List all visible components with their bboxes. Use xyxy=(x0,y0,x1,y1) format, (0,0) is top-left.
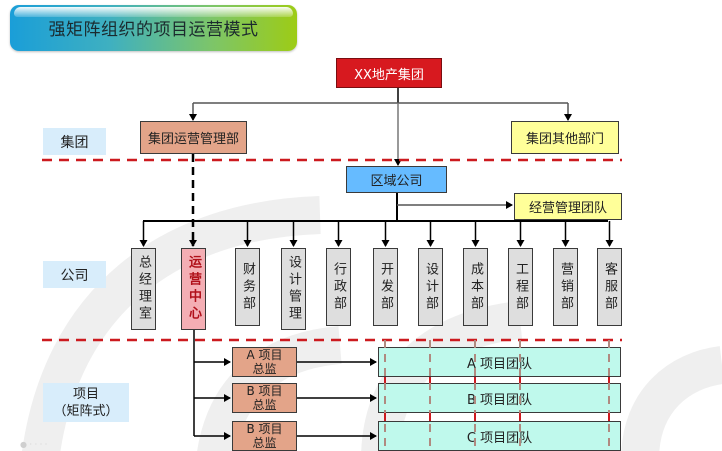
dept-box: 总经理室 xyxy=(131,248,156,330)
project-team-box: B 项目团队 xyxy=(378,383,621,413)
biz-mgmt-team-box: 经营管理团队 xyxy=(514,193,622,220)
level-label-company: 公司 xyxy=(43,261,106,288)
page-title: 强矩阵组织的项目运营模式 xyxy=(48,20,259,40)
level-label-group: 集团 xyxy=(43,128,106,155)
regional-company-box: 区域公司 xyxy=(346,166,447,193)
dept-box: 营销部 xyxy=(553,248,578,326)
group-other-depts-box: 集团其他部门 xyxy=(511,121,619,154)
project-team-box: C 项目团队 xyxy=(378,421,621,451)
project-director-box: A 项目 总监 xyxy=(232,347,297,377)
dept-box: 成本部 xyxy=(463,248,488,326)
group-hq-box: XX地产集团 xyxy=(336,58,442,88)
group-ops-mgmt-box: 集团运营管理部 xyxy=(140,121,247,154)
dept-box: 设计管理 xyxy=(281,248,306,330)
project-director-box: B 项目 总监 xyxy=(232,421,297,451)
dept-box: 运营中心 xyxy=(181,248,206,330)
project-team-box: A 项目团队 xyxy=(378,347,621,377)
watermark: ● · · · · xyxy=(20,440,48,449)
title-gloss xyxy=(14,7,293,17)
project-director-box: B 项目 总监 xyxy=(232,383,297,413)
dept-box: 开发部 xyxy=(373,248,398,326)
dept-box: 工程部 xyxy=(508,248,533,326)
level-label-project: 项目 （矩阵式） xyxy=(43,383,129,422)
dept-box: 设计部 xyxy=(418,248,443,326)
dept-box: 财务部 xyxy=(235,248,260,326)
dept-box: 客服部 xyxy=(597,248,622,326)
dept-box: 行政部 xyxy=(326,248,351,326)
